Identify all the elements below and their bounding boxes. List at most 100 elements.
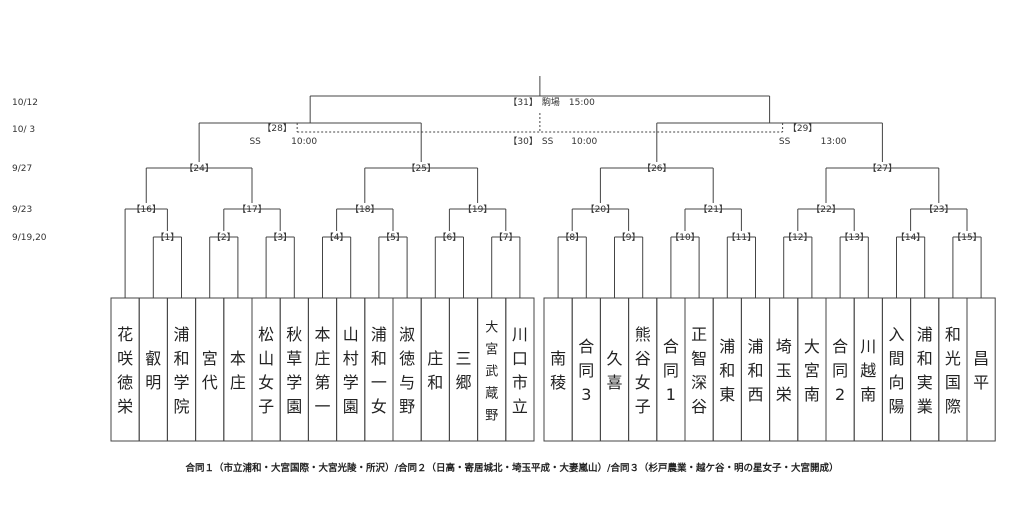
team-name: 正智深谷: [691, 325, 707, 416]
team-box: [364, 297, 394, 442]
team-box: [166, 297, 197, 442]
game-label-g21: 【21】: [698, 204, 727, 215]
team-box: [110, 297, 140, 442]
team-box: [599, 297, 630, 442]
team-box: [336, 297, 366, 442]
team-box: [448, 297, 479, 442]
venue-g28-ss: SS: [249, 137, 261, 147]
date-label-4: 9/19,20: [12, 233, 47, 243]
game-label-g25: 【25】: [406, 163, 435, 174]
game-label-g7: 【7】: [494, 232, 518, 243]
game-label-g20: 【20】: [586, 204, 615, 215]
team-name: 大宮南: [804, 337, 820, 404]
team-name: 庄和: [427, 349, 443, 392]
game-label-g14: 【14】: [896, 232, 925, 243]
game-label-g13: 【13】: [839, 232, 868, 243]
date-label-2: 9/27: [12, 164, 32, 174]
game-label-g18: 【18】: [350, 204, 379, 215]
team-box: [195, 297, 225, 442]
game-label-g17: 【17】: [237, 204, 266, 215]
team-box: [251, 297, 281, 442]
team-name: 浦和実業: [917, 325, 933, 416]
team-name: 松山女子: [258, 325, 274, 416]
team-box: [910, 297, 940, 442]
game-label-g12: 【12】: [783, 232, 812, 243]
team-name: 浦和一女: [371, 325, 387, 416]
team-box: [684, 297, 714, 442]
team-box: [881, 297, 912, 442]
team-name: 入間向陽: [888, 325, 904, 416]
team-name: 昌平: [973, 349, 989, 392]
venue-g31: 駒場 15:00: [542, 96, 595, 108]
team-box: [279, 297, 309, 442]
game-label-g23: 【23】: [924, 204, 953, 215]
team-name: 南稜: [550, 349, 566, 392]
venue-g30: SS 10:00: [542, 137, 598, 147]
bracket-labels: 10/12 10/ 3 9/27 9/23 9/19,20 【1】 【2】 【3】 【4】 【5】…: [12, 96, 982, 243]
game-label-g11: 【11】: [727, 232, 756, 243]
game-label-g5: 【5】: [381, 232, 405, 243]
game-label-g22: 【22】: [811, 204, 840, 215]
game-label-g3: 【3】: [268, 232, 292, 243]
game-label-g24: 【24】: [184, 163, 213, 174]
date-label-1: 10/ 3: [12, 125, 35, 135]
game-label-g28: 【28】: [262, 123, 291, 134]
team-name: 浦和東: [719, 337, 735, 404]
bracket-lines: [124, 76, 982, 298]
game-label-g8: 【8】: [560, 232, 584, 243]
team-box: [938, 297, 968, 442]
game-label-g30: 【30】: [508, 136, 537, 147]
team-name: 花咲徳栄: [117, 325, 133, 416]
game-label-g1: 【1】: [156, 232, 180, 243]
team-name: 浦和西: [747, 337, 763, 404]
game-label-g10: 【10】: [670, 232, 699, 243]
game-label-g6: 【6】: [438, 232, 462, 243]
team-box: [223, 297, 253, 442]
game-label-g27: 【27】: [868, 163, 897, 174]
team-name: 和光国際: [945, 325, 961, 416]
team-box: [543, 297, 573, 442]
team-box: [966, 297, 996, 442]
team-name: 大宮武蔵野: [485, 321, 498, 424]
team-box: [628, 297, 658, 442]
venue-g29-time: 13:00: [821, 137, 847, 147]
team-name: 埼玉栄: [776, 337, 792, 404]
team-box: [420, 297, 450, 442]
game-label-g15: 【15】: [952, 232, 981, 243]
team-box: [138, 297, 168, 442]
game-label-g19: 【19】: [463, 204, 492, 215]
team-box: [505, 297, 535, 442]
game-label-g26: 【26】: [642, 163, 671, 174]
game-label-g9: 【9】: [617, 232, 641, 243]
team-name: 宮代: [202, 349, 218, 392]
team-name: 本庄: [230, 349, 246, 392]
team-name: 秋草学園: [286, 325, 302, 416]
game-label-g29: 【29】: [788, 123, 817, 134]
venue-g28-time: 10:00: [291, 137, 317, 147]
team-name: 本庄第一: [314, 325, 330, 416]
game-label-g16: 【16】: [132, 204, 161, 215]
team-name: 川越南: [860, 337, 876, 404]
team-grid: 花咲徳栄叡明浦和学院宮代本庄松山女子秋草学園本庄第一山村学園浦和一女淑徳与野庄和…: [110, 297, 996, 442]
team-box: [307, 297, 338, 442]
footnote: 合同１（市立浦和・大宮国際・大宮光陵・所沢）/合同２（日高・寄居城北・埼玉平成・…: [185, 463, 839, 474]
date-label-3: 9/23: [12, 205, 32, 215]
team-name: 叡明: [145, 349, 161, 392]
game-label-g2: 【2】: [212, 232, 236, 243]
team-box: [392, 297, 422, 442]
team-name: 熊谷女子: [635, 325, 651, 416]
team-name: 三郷: [455, 349, 471, 392]
team-name: 浦和学院: [173, 325, 189, 416]
team-name: 淑徳与野: [399, 325, 415, 416]
game-label-g4: 【4】: [325, 232, 349, 243]
date-label-0: 10/12: [12, 98, 38, 108]
game-label-g31: 【31】: [508, 97, 537, 108]
team-name: 山村学園: [343, 325, 359, 416]
venue-g29-ss: SS: [779, 137, 791, 147]
team-name: 川口市立: [512, 325, 528, 416]
team-name: 久喜: [606, 349, 622, 392]
